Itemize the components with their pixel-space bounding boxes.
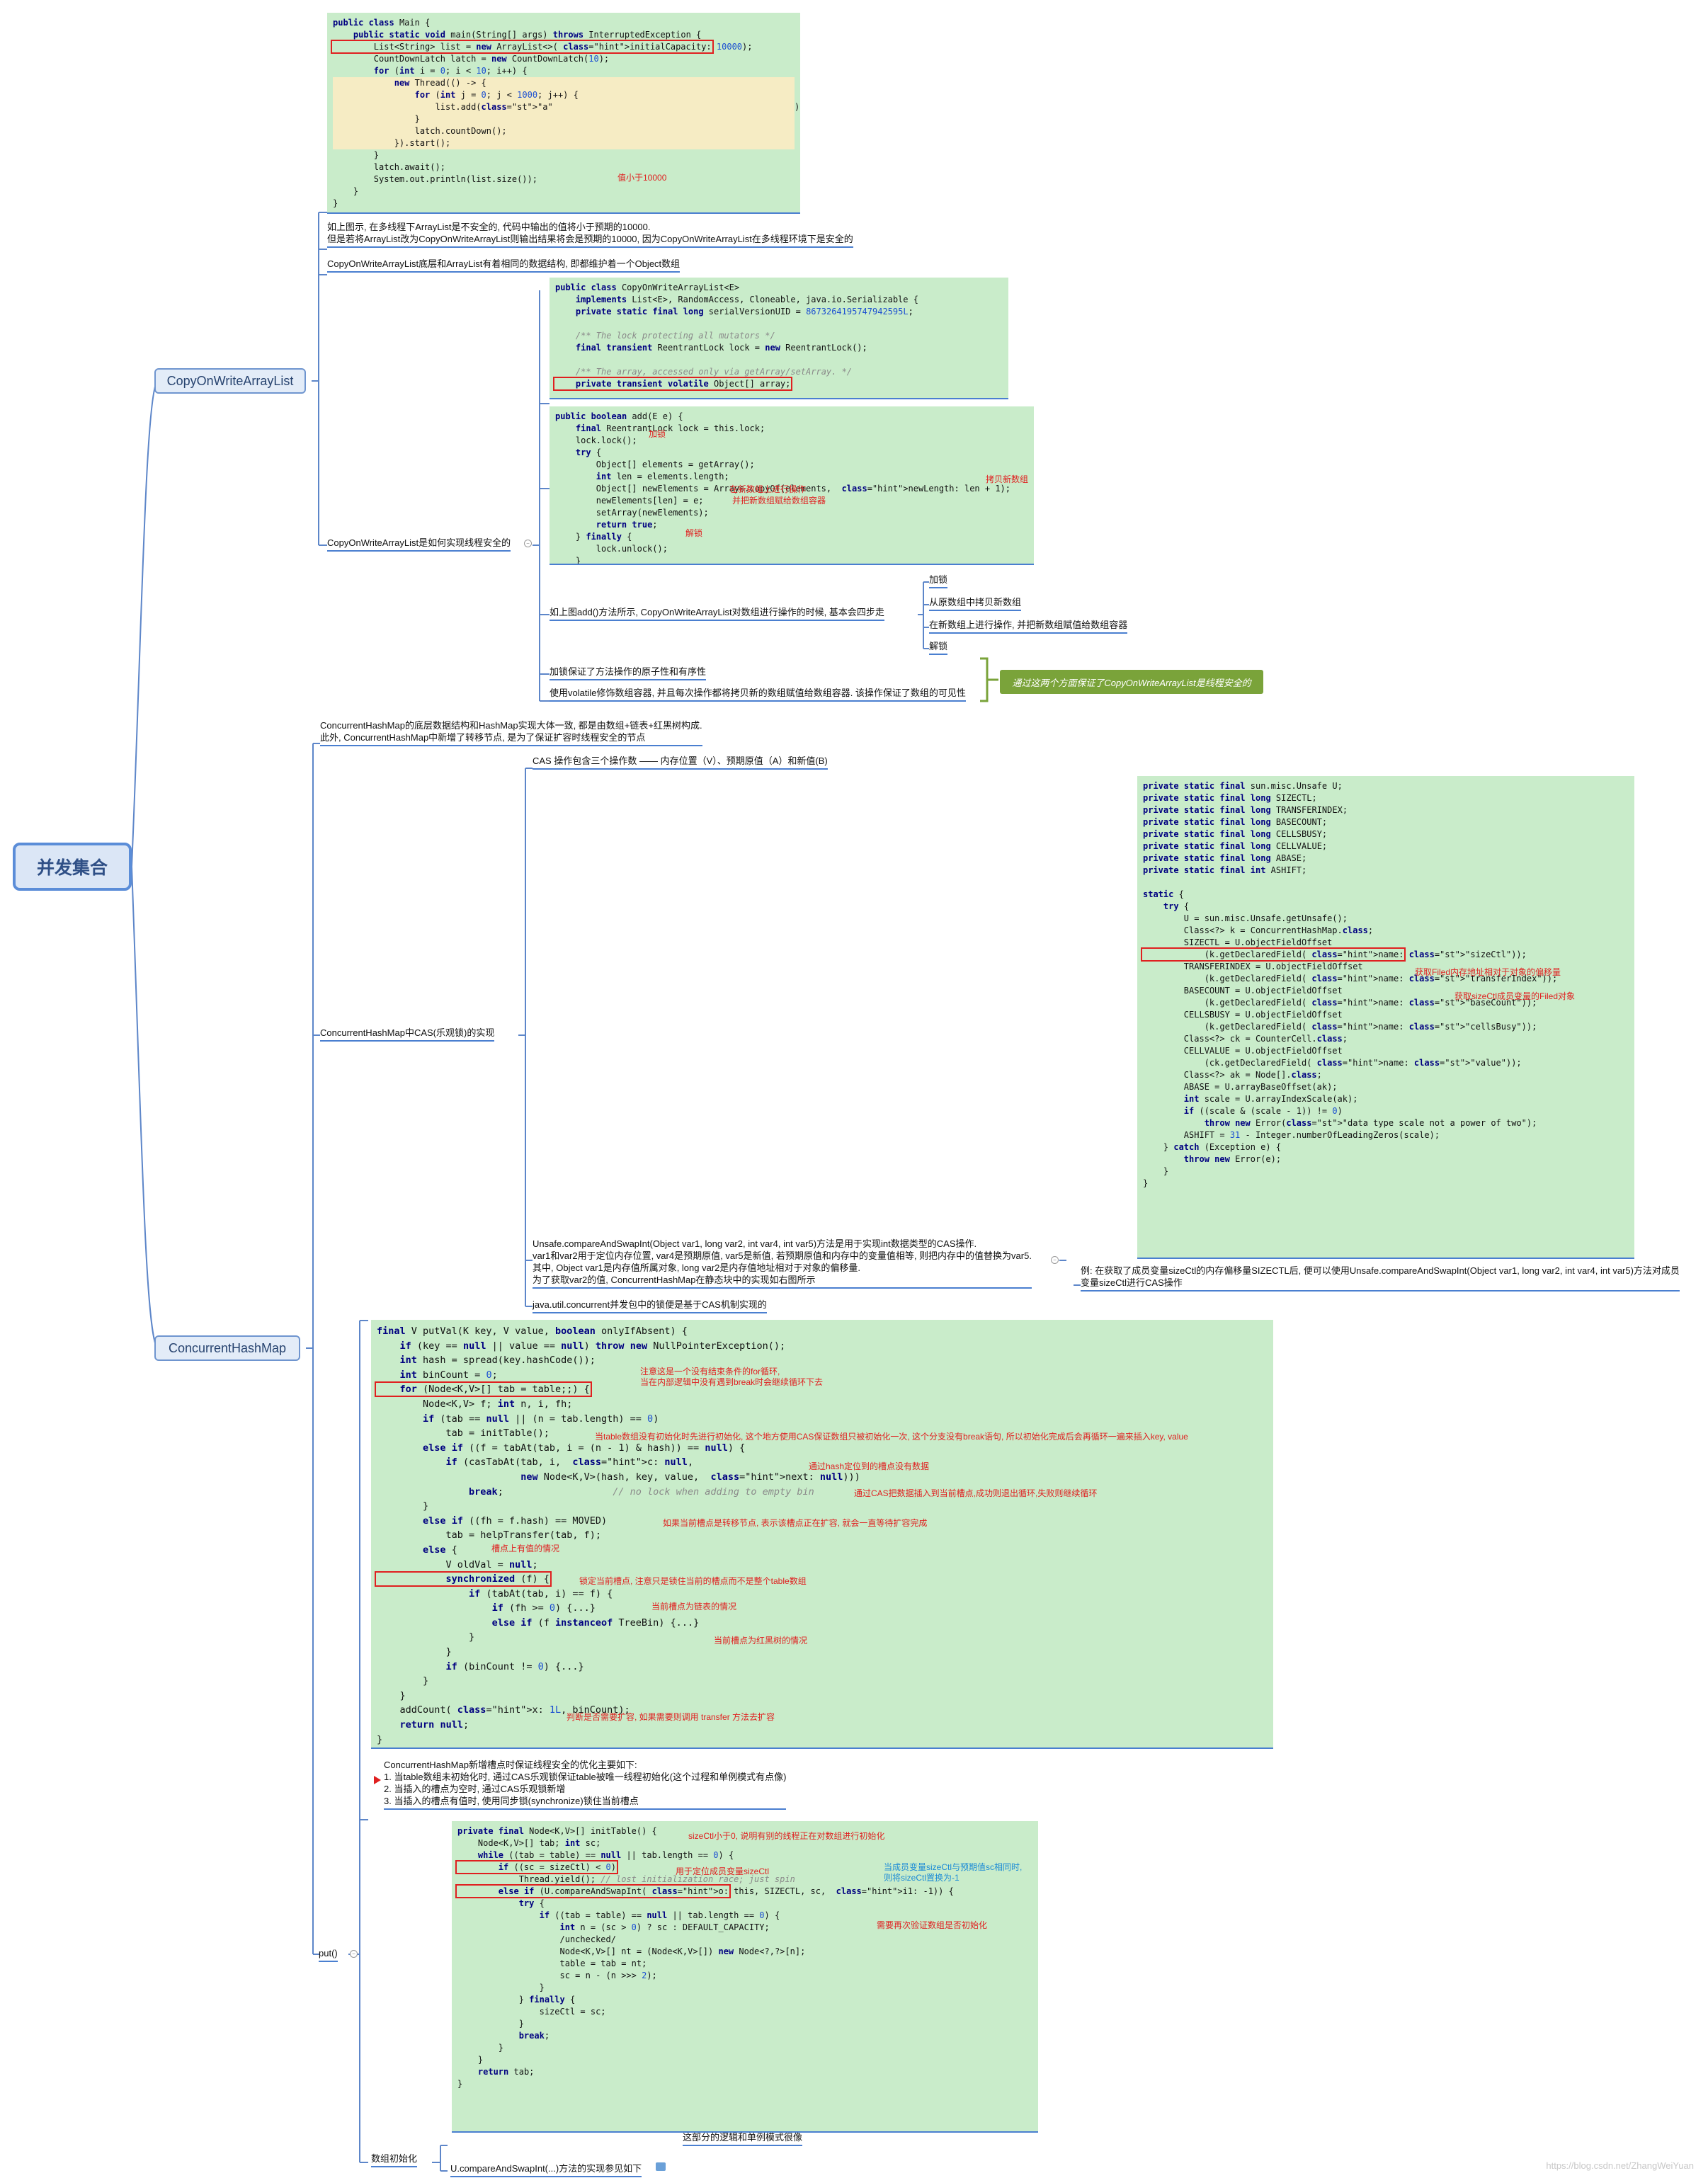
collapse-toggle[interactable]: − bbox=[524, 540, 532, 547]
code-chm-putval: final V putVal(K key, V value, boolean o… bbox=[371, 1320, 1273, 1749]
annotation-offset: 获取Filed内存地址相对于对象的偏移量 bbox=[1415, 967, 1561, 977]
annotation-set: 在新数组上进行操作 bbox=[729, 484, 807, 494]
step-modify[interactable]: 在新数组上进行操作, 并把新数组赋值给数组容器 bbox=[929, 619, 1128, 634]
annotation-unlock: 解锁 bbox=[685, 528, 703, 538]
annotation-less-than-10000: 值小于10000 bbox=[617, 173, 667, 183]
branch-concurrenthashmap[interactable]: ConcurrentHashMap bbox=[154, 1335, 300, 1361]
code-chm-static-block: private static final sun.misc.Unsafe U; … bbox=[1137, 776, 1634, 1259]
annotation-recheck: 需要再次验证数组是否初始化 bbox=[877, 1920, 988, 1930]
note-icon[interactable] bbox=[656, 2162, 666, 2171]
topic-atomicity[interactable]: 加锁保证了方法操作的原子性和有序性 bbox=[550, 666, 707, 680]
topic-array-init[interactable]: 数组初始化 bbox=[371, 2153, 418, 2167]
annotation-sizectl-negative: sizeCtl小于0, 说明有别的线程正在对数组进行初始化 bbox=[688, 1831, 885, 1841]
annotation-assign: 并把新数组赋给数组容器 bbox=[732, 496, 826, 506]
topic-chm-cas[interactable]: ConcurrentHashMap中CAS(乐观锁)的实现 bbox=[320, 1027, 495, 1042]
topic-put[interactable]: put() bbox=[319, 1947, 338, 1962]
collapse-toggle[interactable]: − bbox=[1051, 1256, 1059, 1264]
annotation-moved: 如果当前槽点是转移节点, 表示该槽点正在扩容, 就会一直等待扩容完成 bbox=[663, 1518, 928, 1528]
topic-cas-reference[interactable]: U.compareAndSwapInt(...)方法的实现参见如下 bbox=[450, 2162, 642, 2177]
annotation-sync: 锁定当前槽点, 注意只是锁住当前的槽点而不是整个table数组 bbox=[579, 1576, 807, 1586]
collapse-toggle[interactable]: − bbox=[350, 1950, 358, 1958]
code-arraylist-demo: public class Main { public static void m… bbox=[327, 13, 800, 214]
topic-cas-definition[interactable]: CAS 操作包含三个操作数 —— 内存位置（V）、预期原值（A）和新值(B) bbox=[533, 755, 828, 770]
annotation-lock: 加锁 bbox=[649, 429, 666, 439]
branch-copyonwritearraylist[interactable]: CopyOnWriteArrayList bbox=[154, 368, 306, 394]
topic-arraylist-unsafe[interactable]: 如上图示, 在多线程下ArrayList是不安全的, 代码中输出的值将小于预期的… bbox=[327, 221, 853, 248]
topic-four-steps[interactable]: 如上图add()方法所示, CopyOnWriteArrayList对数组进行操… bbox=[550, 606, 884, 621]
step-unlock[interactable]: 解锁 bbox=[929, 640, 948, 655]
topic-singleton-like[interactable]: 这部分的逻辑和单例模式很像 bbox=[683, 2131, 803, 2146]
code-cowal-class: public class CopyOnWriteArrayList<E> imp… bbox=[550, 278, 1008, 399]
step-lock[interactable]: 加锁 bbox=[929, 574, 948, 588]
root-topic[interactable]: 并发集合 bbox=[13, 843, 132, 891]
annotation-for: 注意这是一个没有结束条件的for循环, 当在内部逻辑中没有遇到break时会继续… bbox=[640, 1367, 824, 1387]
annotation-cas-swap: 当成员变量sizeCtl与预期值sc相同时, 则将sizeCtl置换为-1 bbox=[884, 1862, 1023, 1883]
code-chm-inittable: private final Node<K,V>[] initTable() { … bbox=[452, 1821, 1038, 2133]
annotation-field: 获取sizeCtl成员变量的Filed对象 bbox=[1454, 991, 1576, 1001]
topic-unsafe-cas-api[interactable]: Unsafe.compareAndSwapInt(Object var1, lo… bbox=[533, 1238, 1032, 1289]
watermark: https://blog.csdn.net/ZhangWeiYuan bbox=[1546, 2160, 1694, 2171]
annotation-locate-sizectl: 用于定位成员变量sizeCtl bbox=[676, 1866, 770, 1876]
annotation-hash: 通过hash定位到的槽点没有数据 bbox=[809, 1461, 930, 1471]
step-copy[interactable]: 从原数组中拷贝新数组 bbox=[929, 596, 1022, 611]
annotation-tree: 当前槽点为红黑树的情况 bbox=[714, 1636, 808, 1646]
topic-how-thread-safe[interactable]: CopyOnWriteArrayList是如何实现线程安全的 bbox=[327, 537, 511, 552]
annotation-addcount: 判断是否需要扩容, 如果需要则调用 transfer 方法去扩容 bbox=[567, 1712, 775, 1722]
topic-chm-structure[interactable]: ConcurrentHashMap的底层数据结构和HashMap实现大体一致, … bbox=[320, 719, 702, 746]
code-cowal-add: public boolean add(E e) { final Reentran… bbox=[550, 406, 1034, 565]
summary-callout[interactable]: 通过这两个方面保证了CopyOnWriteArrayList是线程安全的 bbox=[1000, 670, 1263, 694]
topic-visibility[interactable]: 使用volatile修饰数组容器, 并且每次操作都将拷贝新的数组赋值给数组容器.… bbox=[550, 687, 966, 702]
flag-icon bbox=[374, 1776, 381, 1784]
annotation-copy: 拷贝新数组 bbox=[986, 474, 1029, 484]
topic-juc-cas[interactable]: java.util.concurrent并发包中的锁便是基于CAS机制实现的 bbox=[533, 1299, 767, 1313]
annotation-init: 当table数组没有初始化时先进行初始化, 这个地方使用CAS保证数组只被初始化… bbox=[595, 1432, 1188, 1442]
topic-cas-example[interactable]: 例: 在获取了成员变量sizeCtl的内存偏移量SIZECTL后, 便可以使用U… bbox=[1081, 1265, 1680, 1292]
topic-same-structure[interactable]: CopyOnWriteArrayList底层和ArrayList有着相同的数据结… bbox=[327, 258, 681, 273]
annotation-cas: 通过CAS把数据插入到当前槽点,成功则退出循环,失败则继续循环 bbox=[854, 1488, 1098, 1498]
topic-put-optimization[interactable]: ConcurrentHashMap新增槽点时保证线程安全的优化主要如下: 1. … bbox=[384, 1759, 787, 1810]
annotation-list: 当前槽点为链表的情况 bbox=[651, 1602, 737, 1612]
annotation-else: 槽点上有值的情况 bbox=[491, 1544, 560, 1553]
